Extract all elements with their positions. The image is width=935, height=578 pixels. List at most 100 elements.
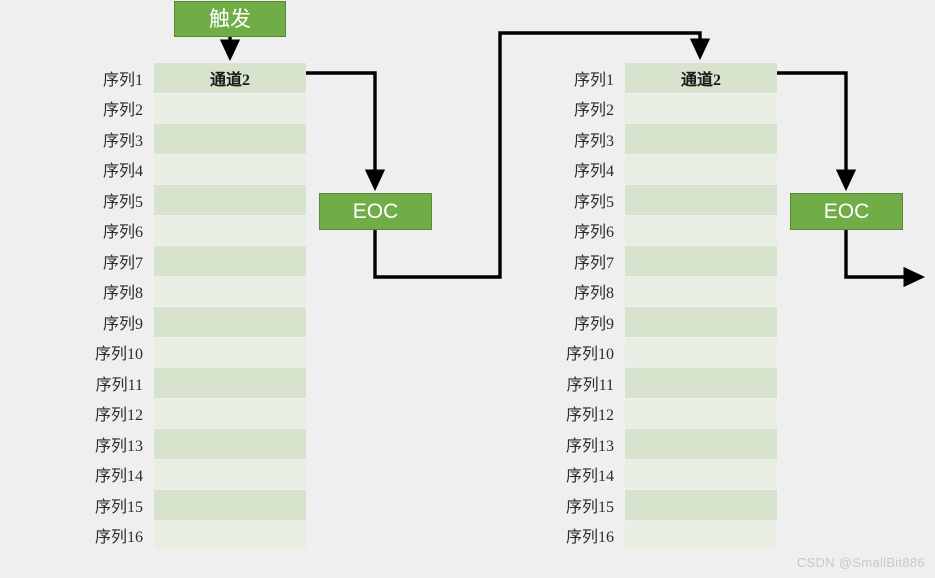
table-row[interactable]: 序列8 bbox=[103, 276, 306, 307]
table-row[interactable]: 序列4 bbox=[574, 154, 777, 185]
table-cell bbox=[154, 246, 306, 276]
table-row[interactable]: 序列5 bbox=[574, 185, 777, 216]
table-cell bbox=[154, 368, 306, 398]
row-label: 序列7 bbox=[573, 254, 614, 272]
wire-eoc-right-output bbox=[844, 230, 926, 288]
table-row[interactable]: 序列12 bbox=[95, 398, 306, 429]
table-row[interactable]: 序列4 bbox=[103, 154, 306, 185]
table-row[interactable]: 序列2 bbox=[574, 93, 777, 124]
row-label: 序列5 bbox=[573, 193, 614, 211]
wire-table-left-to-eoc-left bbox=[305, 71, 386, 192]
table-cell bbox=[154, 216, 306, 246]
table-cell bbox=[625, 460, 777, 490]
table-cell bbox=[625, 155, 777, 185]
table-cell bbox=[154, 185, 306, 215]
table-cell bbox=[625, 490, 777, 520]
row-label: 序列9 bbox=[102, 315, 143, 333]
trigger-label: 触发 bbox=[209, 6, 251, 31]
table-cell bbox=[625, 216, 777, 246]
row-label: 序列7 bbox=[102, 254, 143, 272]
row-label: 序列10 bbox=[94, 346, 143, 364]
eoc-box-right[interactable]: EOC bbox=[790, 193, 903, 230]
eoc-box-left[interactable]: EOC bbox=[319, 193, 432, 230]
row-label: 序列6 bbox=[573, 224, 614, 242]
row-label: 序列12 bbox=[565, 407, 614, 425]
table-row[interactable]: 序列11 bbox=[567, 368, 777, 399]
row-label: 序列3 bbox=[573, 132, 614, 150]
row-label: 序列14 bbox=[94, 468, 143, 486]
table-cell bbox=[154, 399, 306, 429]
table-row[interactable]: 序列14 bbox=[566, 459, 777, 490]
table-row[interactable]: 序列6 bbox=[103, 215, 306, 246]
table-cell bbox=[154, 490, 306, 520]
channel-table-right: 序列1 通道2 序列2 序列3 序列4 序列5 序列6 序列7 序列8 序列9 序列10 序列11 序列… bbox=[566, 63, 777, 551]
table-cell bbox=[625, 307, 777, 337]
table-cell bbox=[625, 185, 777, 215]
table-row[interactable]: 序列16 bbox=[95, 520, 306, 551]
table-row[interactable]: 序列13 bbox=[95, 429, 306, 460]
table-row[interactable]: 序列5 bbox=[103, 185, 306, 216]
row-label: 序列8 bbox=[573, 285, 614, 303]
trigger-box[interactable]: 触发 bbox=[174, 1, 286, 37]
table-row[interactable]: 序列12 bbox=[566, 398, 777, 429]
table-row[interactable]: 序列8 bbox=[574, 276, 777, 307]
row-label: 序列12 bbox=[94, 407, 143, 425]
eoc-left-label: EOC bbox=[352, 200, 399, 223]
row-label: 序列9 bbox=[573, 315, 614, 333]
table-row[interactable]: 序列10 bbox=[95, 337, 306, 368]
table-cell bbox=[625, 338, 777, 368]
table-cell bbox=[154, 277, 306, 307]
table-cell bbox=[154, 307, 306, 337]
table-row[interactable]: 序列1 通道2 bbox=[574, 63, 777, 94]
row-label: 序列16 bbox=[94, 529, 143, 547]
eoc-right-label: EOC bbox=[823, 200, 870, 223]
row-label: 序列8 bbox=[102, 285, 143, 303]
table-cell bbox=[154, 155, 306, 185]
table-cell bbox=[154, 460, 306, 490]
row-label: 序列14 bbox=[565, 468, 614, 486]
table-cell bbox=[154, 338, 306, 368]
row-label: 序列2 bbox=[573, 102, 614, 120]
table-cell bbox=[625, 368, 777, 398]
table-row[interactable]: 序列7 bbox=[574, 246, 777, 277]
table-row[interactable]: 序列14 bbox=[95, 459, 306, 490]
table-row[interactable]: 序列15 bbox=[95, 490, 306, 521]
row-label: 序列2 bbox=[102, 102, 143, 120]
table-row[interactable]: 序列16 bbox=[566, 520, 777, 551]
table-row[interactable]: 序列3 bbox=[574, 124, 777, 155]
table-row[interactable]: 序列3 bbox=[103, 124, 306, 155]
table-row[interactable]: 序列9 bbox=[574, 307, 777, 338]
table-cell bbox=[625, 124, 777, 154]
table-row[interactable]: 序列7 bbox=[103, 246, 306, 277]
table-cell bbox=[625, 521, 777, 551]
row-label: 序列1 bbox=[573, 71, 614, 89]
table-row[interactable]: 序列6 bbox=[574, 215, 777, 246]
wire-table-right-to-eoc-right bbox=[776, 71, 857, 192]
watermark: CSDN @SmallBit886 bbox=[796, 555, 925, 570]
table-cell bbox=[154, 429, 306, 459]
table-header-cell: 通道2 bbox=[680, 71, 721, 89]
row-label: 序列5 bbox=[102, 193, 143, 211]
table-row[interactable]: 序列15 bbox=[566, 490, 777, 521]
table-row[interactable]: 序列13 bbox=[566, 429, 777, 460]
row-label: 序列4 bbox=[573, 163, 614, 181]
row-label: 序列1 bbox=[102, 71, 143, 89]
table-row[interactable]: 序列10 bbox=[566, 337, 777, 368]
row-label: 序列10 bbox=[565, 346, 614, 364]
table-cell bbox=[154, 94, 306, 124]
table-cell bbox=[625, 246, 777, 276]
table-row[interactable]: 序列2 bbox=[103, 93, 306, 124]
table-cell bbox=[625, 399, 777, 429]
row-label: 序列15 bbox=[565, 498, 614, 516]
table-cell bbox=[154, 124, 306, 154]
table-row[interactable]: 序列9 bbox=[103, 307, 306, 338]
row-label: 序列11 bbox=[95, 376, 143, 394]
table-row[interactable]: 序列11 bbox=[96, 368, 306, 399]
row-label: 序列13 bbox=[94, 437, 143, 455]
row-label: 序列11 bbox=[566, 376, 614, 394]
row-label: 序列4 bbox=[102, 163, 143, 181]
table-cell bbox=[625, 277, 777, 307]
